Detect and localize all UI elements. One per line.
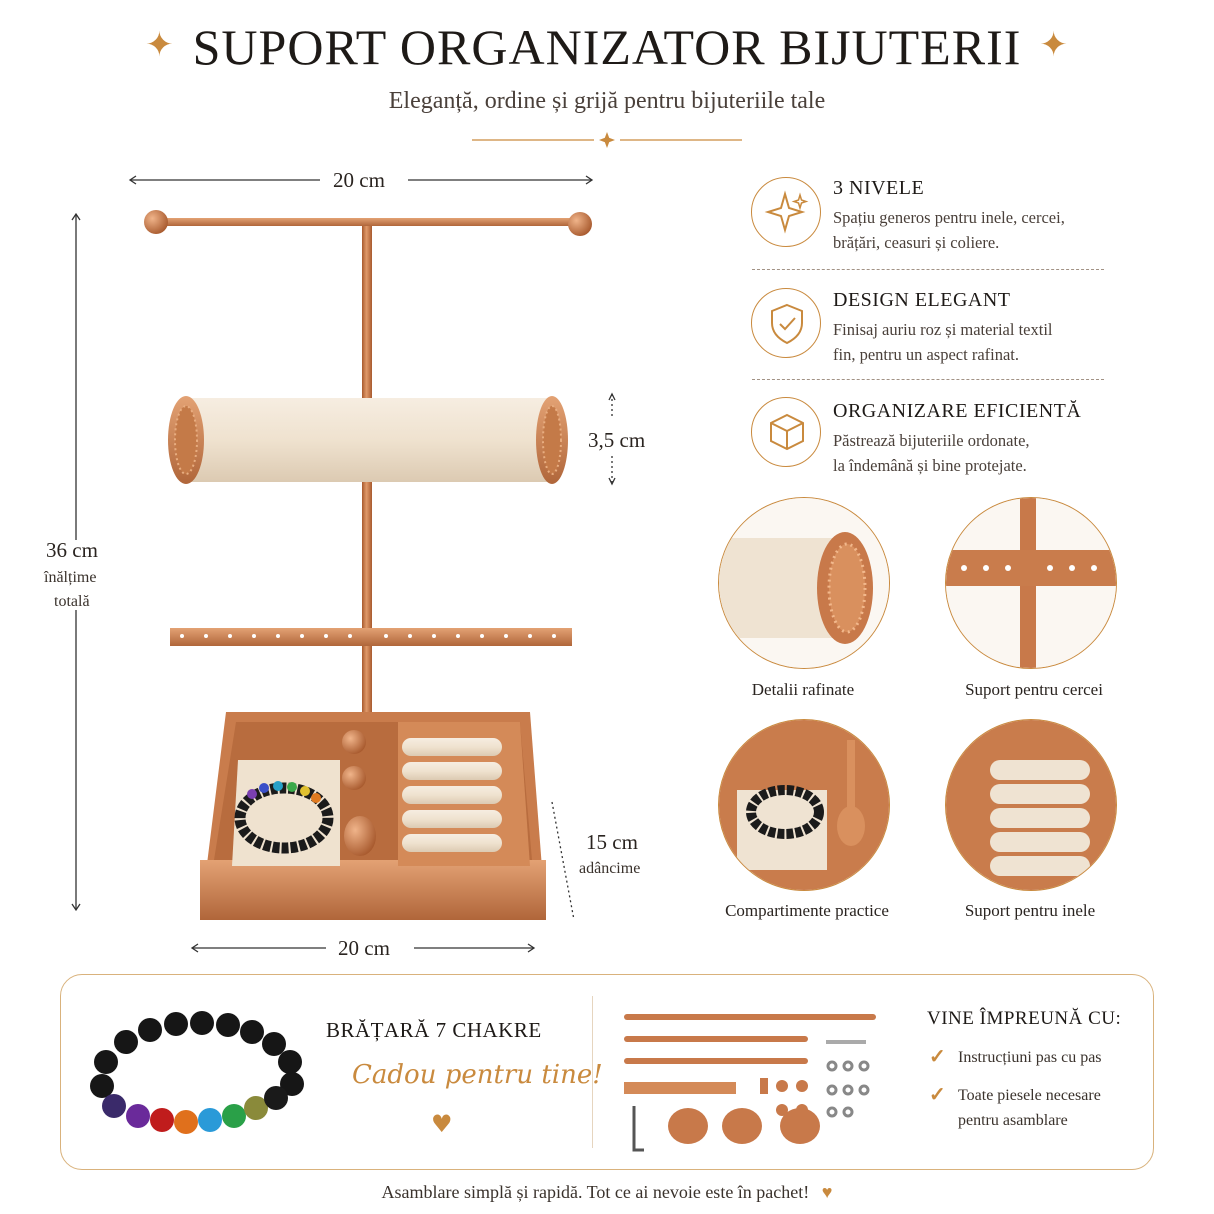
height-value: 36 cm <box>46 538 98 562</box>
check-icon: ✓ <box>929 1082 946 1106</box>
feature-divider <box>752 379 1104 380</box>
thumb-label: Suport pentru cercei <box>965 680 1103 699</box>
thumb-label: Compartimente practice <box>725 901 889 920</box>
heart-icon: ♥ <box>821 1182 833 1202</box>
footer-note: Asamblare simplă și rapidă. Tot ce ai ne… <box>381 1182 833 1202</box>
header-divider <box>472 132 742 148</box>
feature-desc: Păstrează bijuteriile ordonate, la îndem… <box>833 431 1030 475</box>
feature-title: DESIGN ELEGANT <box>833 289 1011 311</box>
thumb-details <box>718 497 890 669</box>
heart-icon: ♥ <box>431 1110 453 1138</box>
bracelet-roll <box>168 396 568 484</box>
thumb-label: Detalii rafinate <box>751 680 855 699</box>
roll-diameter-label: 3,5 cm <box>588 428 646 452</box>
box-icon <box>751 397 821 467</box>
sparkle-icon: ✦ <box>1039 27 1069 64</box>
sparkle-icon <box>751 177 821 247</box>
top-bar-end-right <box>568 212 592 236</box>
product-illustration <box>71 175 616 953</box>
page-title: ✦SUPORT ORGANIZATOR BIJUTERII✦ <box>145 19 1069 75</box>
depth-value: 15 cm <box>586 830 638 854</box>
feature-title: 3 NIVELE <box>833 177 925 199</box>
gift-subtitle: Cadou pentru tine! <box>352 1060 603 1090</box>
feature-desc: Spațiu generos pentru inele, cercei, bră… <box>833 208 1065 252</box>
bottom-panel <box>60 974 1154 1170</box>
base-width-label: 20 cm <box>338 936 390 960</box>
top-bar-end-left <box>144 210 168 234</box>
panel-divider <box>592 996 593 1148</box>
shield-check-icon <box>751 288 821 358</box>
top-width-label: 20 cm <box>333 168 385 192</box>
upper-pole <box>362 226 372 398</box>
included-item: Instrucțiuni pas cu pas <box>958 1049 1102 1066</box>
gift-title: BRĂȚARĂ 7 CHAKRE <box>326 1018 542 1042</box>
feature-divider <box>752 269 1104 270</box>
thumb-rings <box>945 719 1117 891</box>
feature-desc: Finisaj auriu roz și material textil fin… <box>833 320 1053 364</box>
top-bar <box>156 218 576 226</box>
height-label-2: totală <box>54 593 90 610</box>
feature-title: ORGANIZARE EFICIENTĂ <box>833 400 1082 422</box>
tray-bracelet <box>234 781 334 854</box>
included-item: Toate piesele necesare pentru asamblare <box>958 1087 1101 1129</box>
thumb-compartments <box>718 719 890 891</box>
check-icon: ✓ <box>929 1044 946 1068</box>
assembly-parts-image <box>624 1014 876 1152</box>
height-label-1: înălțime <box>44 569 97 586</box>
earring-bar <box>170 628 572 646</box>
included-title: VINE ÎMPREUNĂ CU: <box>927 1008 1122 1029</box>
depth-label: adâncime <box>579 860 641 877</box>
sparkle-icon: ✦ <box>145 27 175 64</box>
dimension-lines <box>71 175 616 953</box>
thumb-earrings <box>945 497 1117 669</box>
page-subtitle: Eleganță, ordine și grijă pentru bijuter… <box>388 88 826 114</box>
middle-pole <box>362 482 372 630</box>
thumb-label: Suport pentru inele <box>964 901 1096 920</box>
jewelry-tray <box>200 712 546 920</box>
chakra-bracelet-image <box>90 1011 304 1134</box>
